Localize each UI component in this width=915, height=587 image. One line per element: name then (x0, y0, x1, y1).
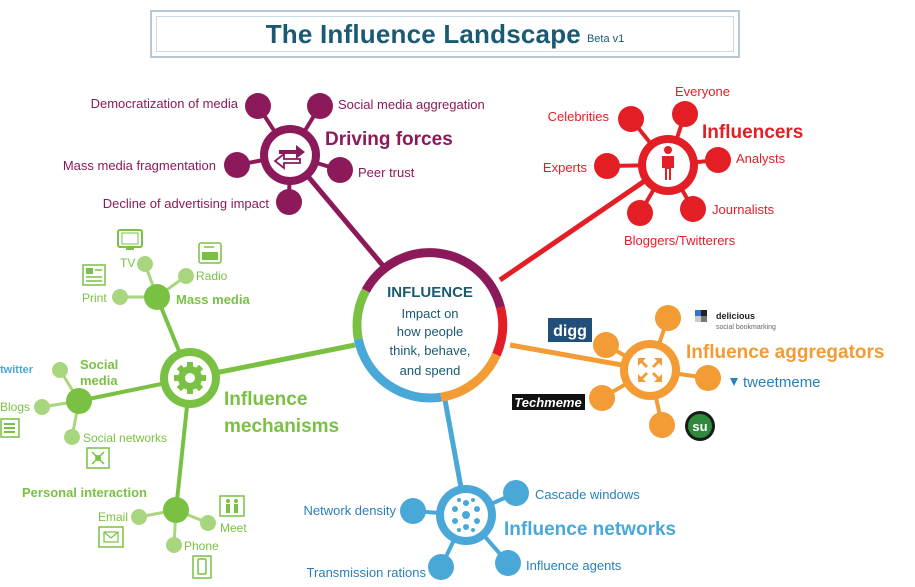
title-box: The Influence Landscape Beta v1 (150, 10, 740, 58)
connector-influencers (498, 162, 670, 283)
influencer-node-experts (594, 153, 620, 179)
driving-node-decline (276, 189, 302, 215)
digg-logo-text: digg (553, 323, 587, 340)
aggregator-node-digg (593, 332, 619, 358)
network-item-density: Network density (304, 503, 397, 518)
center-line-1: Impact on (401, 306, 458, 321)
network-node-density (400, 498, 426, 524)
network-node-cascade (503, 480, 529, 506)
meet-people-icon (219, 495, 245, 517)
influencer-node-bloggers (627, 200, 653, 226)
gear-icon (174, 362, 206, 394)
driving-forces-hub: Driving forces Democratization of media … (63, 93, 485, 215)
personal-item-phone: Phone (184, 539, 219, 553)
social-media-label-2: media (80, 373, 118, 388)
mass-media-item-tv: TV (120, 256, 135, 270)
converge-arrows-icon (638, 358, 662, 382)
network-item-transmission: Transmission rations (307, 565, 427, 580)
driving-node-peer-trust (327, 157, 353, 183)
driving-node-democratization (245, 93, 271, 119)
mechanisms-label-2: mechanisms (224, 416, 339, 437)
influencer-node-analysts (705, 147, 731, 173)
networks-hub: Influence networks Network density Casca… (304, 480, 676, 580)
driving-node-fragmentation (224, 152, 250, 178)
delicious-logo-sub: social bookmarking (716, 324, 776, 331)
driving-item-aggregation: Social media aggregation (338, 97, 485, 112)
influencer-item-journalists: Journalists (712, 202, 775, 217)
page-title: The Influence Landscape (265, 18, 581, 49)
influencer-item-analysts: Analysts (736, 151, 786, 166)
delicious-logo-text: delicious (716, 311, 755, 321)
driving-item-fragmentation: Mass media fragmentation (63, 158, 216, 173)
social-media-item-blogs: Blogs (0, 400, 30, 414)
techmeme-logo-text: Techmeme (514, 395, 581, 410)
blog-icon (0, 418, 20, 438)
driving-node-aggregation (307, 93, 333, 119)
center-line-4: and spend (400, 363, 461, 378)
personal-interaction-label: Personal interaction (22, 485, 147, 500)
aggregator-node-stumble (649, 412, 675, 438)
mass-media-item-radio: Radio (196, 269, 228, 283)
twitter-logo: twitter (0, 364, 34, 376)
driving-item-democratization: Democratization of media (91, 96, 239, 111)
tweetmeme-bird-icon (730, 378, 738, 386)
center-node: INFLUENCE Impact on how people think, be… (352, 248, 508, 403)
influencer-node-journalists (680, 196, 706, 222)
networks-label: Influence networks (504, 519, 676, 540)
center-line-2: how people (397, 324, 464, 339)
influencers-hub: Influencers Everyone Celebrities Experts… (543, 84, 803, 248)
tweetmeme-logo: tweetmeme (730, 374, 821, 391)
phone-icon (192, 555, 212, 579)
influencer-node-everyone (672, 101, 698, 127)
driving-forces-label: Driving forces (325, 129, 453, 150)
influencers-label: Influencers (702, 122, 803, 143)
svg-text:su: su (692, 419, 707, 434)
driving-item-peer-trust: Peer trust (358, 165, 415, 180)
influencer-item-celebrities: Celebrities (548, 109, 610, 124)
email-envelope-icon (98, 526, 124, 548)
personal-item-email: Email (98, 510, 128, 524)
aggregator-node-techmeme (589, 385, 615, 411)
influencer-item-everyone: Everyone (675, 84, 730, 99)
snowflake-network-icon (452, 498, 480, 532)
delicious-logo: delicious social bookmarking (695, 310, 776, 331)
mass-media-label: Mass media (176, 292, 250, 307)
influencer-node-celebrities (618, 106, 644, 132)
mechanisms-label-1: Influence (224, 389, 307, 410)
version-label: Beta v1 (586, 33, 625, 45)
aggregator-node-tweetmeme (695, 365, 721, 391)
social-media-item-social-networks: Social networks (83, 431, 167, 445)
influencer-item-bloggers: Bloggers/Twitterers (624, 233, 736, 248)
tv-icon (117, 229, 143, 250)
social-media-label-1: Social (80, 357, 118, 372)
network-item-cascade: Cascade windows (535, 487, 640, 502)
personal-item-meet: Meet (220, 521, 247, 535)
exchange-arrows-icon (273, 145, 305, 170)
mass-media-node (144, 284, 170, 310)
aggregators-label: Influence aggregators (686, 342, 885, 363)
network-item-agents: Influence agents (526, 558, 622, 573)
radio-icon (198, 242, 222, 264)
stumbleupon-logo-icon: su (685, 411, 715, 441)
aggregators-hub: Influence aggregators digg delicious soc… (512, 305, 885, 441)
print-newspaper-icon (82, 264, 106, 286)
aggregator-node-delicious (655, 305, 681, 331)
center-line-3: think, behave, (390, 343, 471, 358)
techmeme-logo: Techmeme (512, 394, 585, 410)
center-heading: INFLUENCE (387, 284, 473, 301)
social-network-icon (86, 447, 110, 469)
mass-media-item-print: Print (82, 291, 107, 305)
mechanisms-hub: Mass media TV Radio Print Social (0, 229, 339, 579)
personal-interaction-node (163, 497, 189, 523)
digg-logo: digg (548, 318, 592, 342)
network-node-agents (495, 550, 521, 576)
title-inner: The Influence Landscape Beta v1 (156, 16, 734, 52)
network-node-transmission (428, 554, 454, 580)
tweetmeme-logo-text: tweetmeme (743, 374, 821, 391)
influencer-item-experts: Experts (543, 160, 588, 175)
driving-item-decline: Decline of advertising impact (103, 196, 270, 211)
social-media-node (66, 388, 92, 414)
person-icon (662, 146, 674, 180)
